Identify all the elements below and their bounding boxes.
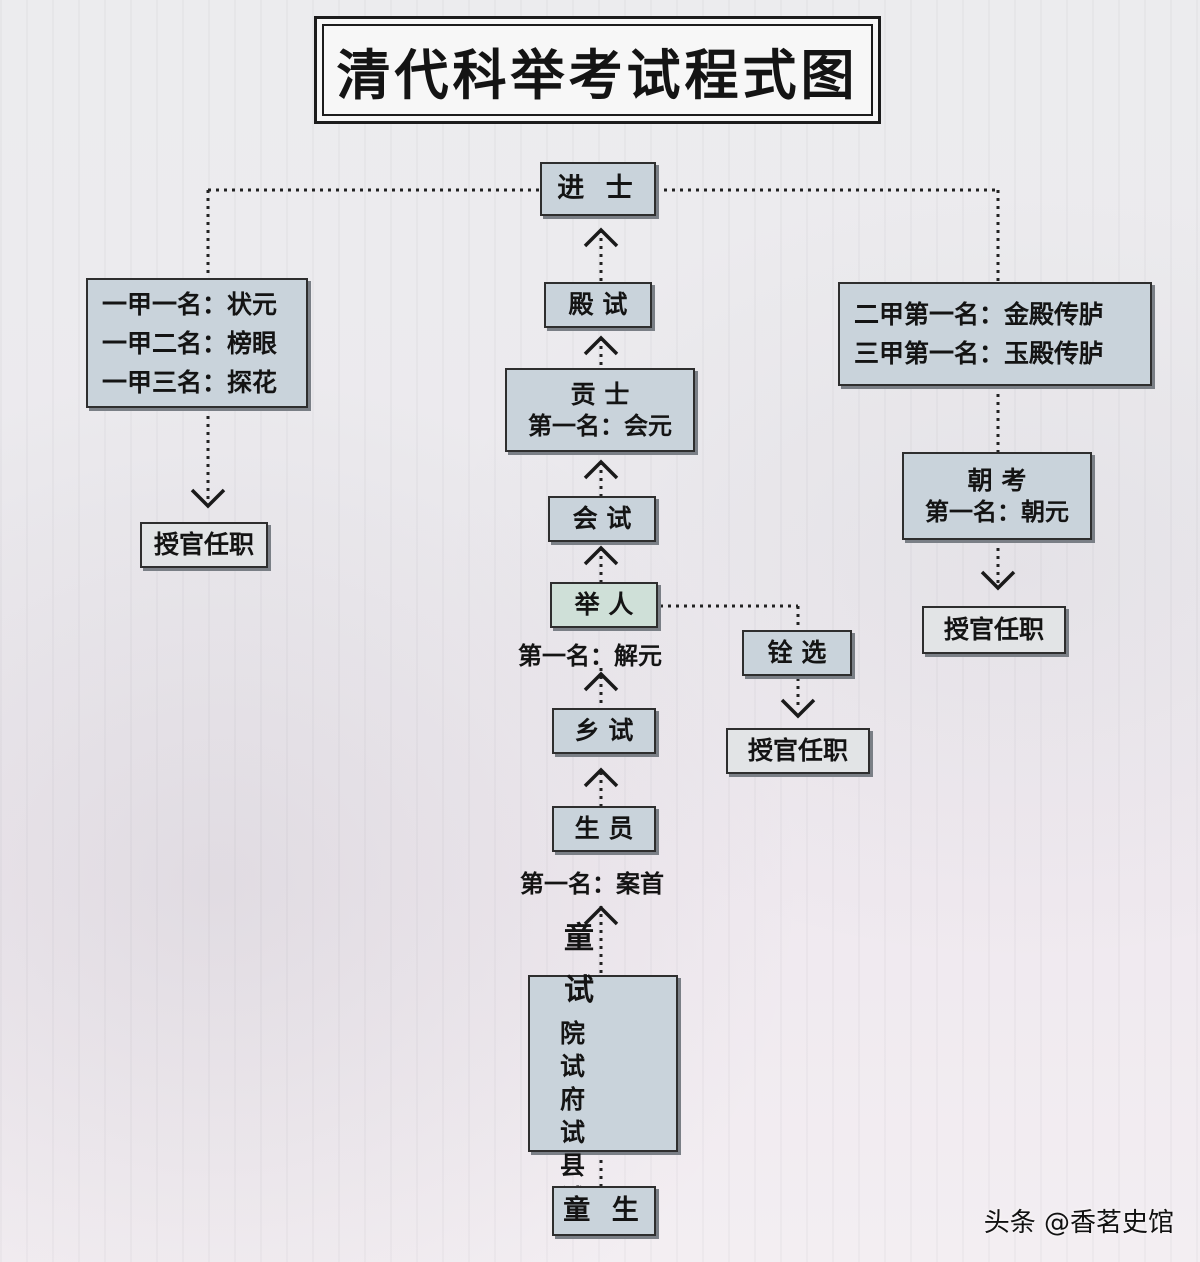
appointment-center-label: 授官任职 [747, 736, 848, 766]
node-quanxuan: 铨 选 [742, 630, 852, 676]
arrow-up-to-xiangshi [583, 767, 619, 788]
node-gongshi-label: 贡 士 [570, 380, 630, 410]
rank-yudian-chuanlu: 三甲第一名：玉殿传胪 [854, 339, 1105, 368]
node-appointment-center: 授官任职 [726, 728, 870, 774]
rank-tanhua: 一甲三名：探花 [102, 367, 278, 397]
node-jinshi: 进 士 [540, 162, 656, 216]
node-tongshi-label: 童 试 [564, 920, 628, 1008]
node-tongsheng: 童 生 [552, 1186, 656, 1236]
juren-first-label: 第一名：解元 [518, 642, 662, 670]
node-chaokao-first: 第一名：朝元 [925, 497, 1069, 526]
node-tongsheng-label: 童 生 [563, 1195, 645, 1227]
arrow-up-to-gongshi [583, 459, 619, 480]
watermark-text: 头条 @香茗史馆 [983, 1208, 1174, 1238]
node-appointment-left: 授官任职 [140, 522, 268, 568]
arrow-down-right-appointment [980, 570, 1016, 591]
diagram-title: 清代科举考试程式图 [322, 24, 873, 116]
node-yuanshi-label: 院 试 [560, 1018, 616, 1081]
appointment-right-label: 授官任职 [943, 615, 1044, 645]
node-juren-label: 举 人 [574, 590, 634, 620]
node-fushi-label: 府 试 [560, 1084, 616, 1147]
node-xiangshi: 乡 试 [552, 708, 656, 754]
rank-jindian-chuanlu: 二甲第一名：金殿传胪 [854, 300, 1105, 329]
node-huishi: 会 试 [548, 496, 656, 542]
node-huishi-label: 会 试 [572, 504, 632, 534]
arrow-down-quanxuan-appointment [780, 698, 816, 719]
node-top-three-ranks: 一甲一名：状元 一甲二名：榜眼 一甲三名：探花 [86, 278, 308, 408]
arrow-up-to-juren [583, 671, 619, 692]
node-chaokao: 朝 考 第一名：朝元 [902, 452, 1092, 540]
node-appointment-right: 授官任职 [922, 606, 1066, 654]
node-dianshi-label: 殿 试 [568, 290, 628, 320]
node-xiangshi-label: 乡 试 [574, 716, 634, 746]
node-dianshi: 殿 试 [544, 282, 652, 328]
appointment-left-label: 授官任职 [153, 530, 254, 560]
arrow-up-to-huishi [583, 545, 619, 566]
shengyuan-first-label: 第一名：案首 [520, 870, 664, 898]
arrow-up-to-jinshi [583, 227, 619, 248]
node-quanxuan-label: 铨 选 [767, 638, 827, 668]
arrow-up-to-shengyuan [583, 905, 619, 926]
node-tongshi: 童 试 院 试 府 试 县 试 [528, 921, 678, 1213]
node-shengyuan-label: 生 员 [574, 814, 634, 844]
node-shengyuan: 生 员 [552, 806, 656, 852]
node-gongshi: 贡 士 第一名：会元 [505, 368, 695, 452]
node-chaokao-label: 朝 考 [967, 466, 1027, 496]
node-gongshi-first: 第一名：会元 [528, 411, 672, 440]
arrow-up-to-dianshi [583, 335, 619, 356]
title-frame: 清代科举考试程式图 [314, 16, 881, 124]
node-jinshi-label: 进 士 [557, 173, 639, 205]
node-chuanlu-ranks: 二甲第一名：金殿传胪 三甲第一名：玉殿传胪 [838, 282, 1152, 386]
node-juren: 举 人 [550, 582, 658, 628]
rank-zhuangyuan: 一甲一名：状元 [102, 289, 278, 319]
rank-bangyan: 一甲二名：榜眼 [102, 328, 278, 358]
arrow-down-left-appointment [190, 488, 226, 509]
